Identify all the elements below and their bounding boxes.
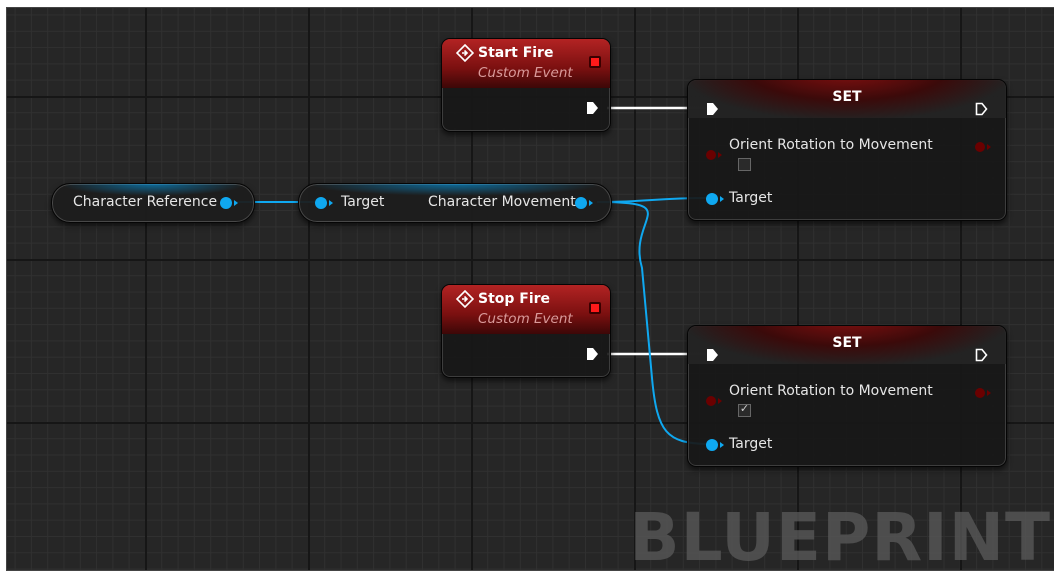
character-movement-node[interactable]: Target Character Movement (298, 183, 612, 223)
pin-arrow-icon (720, 442, 724, 448)
stop-fire-title: Stop Fire (478, 291, 551, 307)
stop-fire-event-node[interactable]: Stop Fire Custom Event (441, 284, 611, 378)
target-input-pin[interactable] (706, 439, 718, 451)
event-diamond-icon (456, 44, 474, 62)
target-input-label: Target (341, 194, 385, 210)
exec-output-pin-icon[interactable] (586, 101, 599, 115)
bool-input-pin[interactable] (706, 150, 716, 160)
target-input-pin[interactable] (706, 193, 718, 205)
orient-rotation-checkbox[interactable] (738, 158, 751, 171)
target-input-label: Target (729, 436, 773, 452)
delegate-pin[interactable] (589, 302, 601, 314)
bool-output-pin[interactable] (975, 388, 985, 398)
object-output-pin[interactable] (575, 197, 587, 209)
target-input-label: Target (729, 190, 773, 206)
character-movement-output-label: Character Movement (428, 194, 576, 210)
exec-output-pin-icon[interactable] (586, 347, 599, 361)
start-fire-header (442, 39, 610, 88)
set-node-bottom[interactable]: SET Orient Rotation to Movement ✓ Target (687, 325, 1007, 467)
object-output-pin[interactable] (220, 197, 232, 209)
set-title: SET (832, 89, 862, 105)
orient-rotation-checkbox[interactable]: ✓ (738, 402, 751, 417)
character-reference-node[interactable]: Character Reference (51, 183, 255, 223)
exec-input-pin-icon[interactable] (706, 102, 719, 116)
node-glow (60, 184, 246, 196)
blueprint-watermark: BLUEPRINT (629, 499, 1051, 571)
pin-arrow-icon (720, 196, 724, 202)
bool-output-pin[interactable] (975, 142, 985, 152)
exec-output-pin-icon[interactable] (975, 348, 988, 362)
exec-input-pin-icon[interactable] (706, 348, 719, 362)
pin-arrow-icon (718, 152, 722, 158)
start-fire-event-node[interactable]: Start Fire Custom Event (441, 38, 611, 132)
stop-fire-subtitle: Custom Event (478, 311, 573, 327)
data-wire-movement-to-set-bottom (596, 201, 708, 445)
exec-output-pin-icon[interactable] (975, 102, 988, 116)
start-fire-title: Start Fire (478, 45, 554, 61)
set-node-top[interactable]: SET Orient Rotation to Movement Target (687, 79, 1007, 221)
checkmark-icon: ✓ (739, 402, 750, 415)
pin-arrow-icon (589, 200, 593, 206)
pin-arrow-icon (987, 390, 991, 396)
orient-rotation-label: Orient Rotation to Movement (729, 137, 933, 153)
target-input-pin[interactable] (315, 197, 327, 209)
set-title: SET (832, 335, 862, 351)
character-reference-label: Character Reference (73, 194, 218, 210)
bool-input-pin[interactable] (706, 396, 716, 406)
orient-rotation-label: Orient Rotation to Movement (729, 383, 933, 399)
pin-arrow-icon (987, 144, 991, 150)
pin-arrow-icon (718, 398, 722, 404)
stop-fire-header (442, 285, 610, 334)
node-glow (307, 184, 603, 196)
start-fire-subtitle: Custom Event (478, 65, 573, 81)
set-header (688, 326, 1006, 364)
blueprint-graph-canvas[interactable]: Start Fire Custom Event Stop Fire Custom… (6, 7, 1054, 571)
pin-arrow-icon (329, 200, 333, 206)
event-diamond-icon (456, 290, 474, 308)
delegate-pin[interactable] (589, 56, 601, 68)
pin-arrow-icon (234, 200, 238, 206)
set-header (688, 80, 1006, 118)
